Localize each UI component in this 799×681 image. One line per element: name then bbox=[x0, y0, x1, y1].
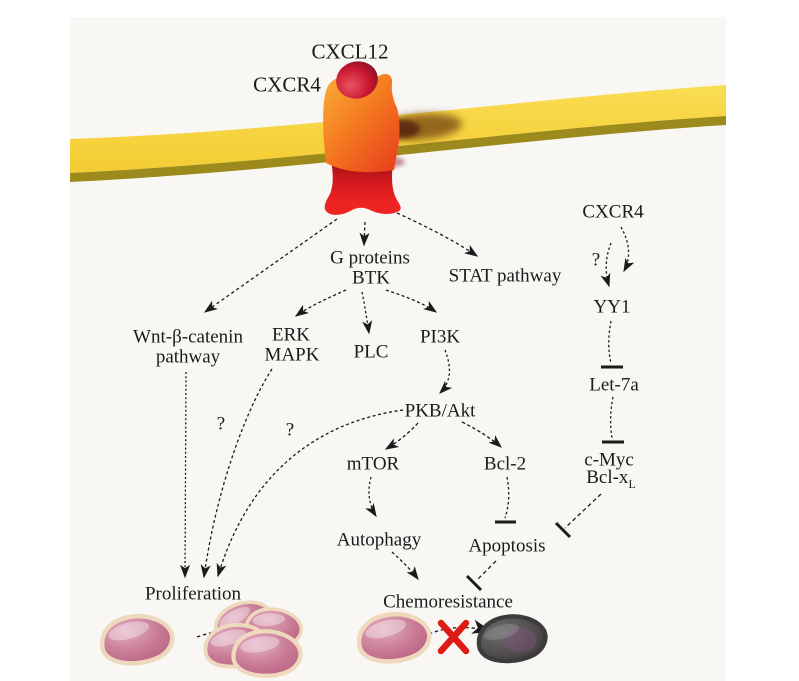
arrow-cell-proliferation bbox=[196, 621, 265, 638]
label-wnt-line2: pathway bbox=[155, 346, 221, 368]
receptor-intracellular-shape bbox=[324, 160, 401, 215]
label-bcl2: Bcl-2 bbox=[483, 453, 527, 475]
arrow-receptor-to-wnt bbox=[203, 218, 338, 313]
label-yy1: YY1 bbox=[593, 296, 631, 318]
inhibit-apoptosis-to-chemo bbox=[477, 560, 497, 580]
label-mapk: MAPK bbox=[264, 344, 320, 366]
label-cxcr4-receptor: CXCR4 bbox=[253, 72, 321, 97]
arrow-erk-to-proliferation bbox=[200, 368, 273, 579]
label-erk: ERK bbox=[272, 324, 310, 346]
label-proliferation: Proliferation bbox=[144, 583, 242, 605]
arrow-pkb-to-proliferation bbox=[216, 409, 404, 578]
inhibit-cmyc-to-apoptosis bbox=[564, 493, 602, 529]
label-question-pkb-proliferation: ? bbox=[285, 419, 295, 441]
label-bclx-subscript: L bbox=[628, 476, 636, 491]
arrow-mtor-to-autophagy bbox=[365, 476, 377, 518]
label-cxcr4-right: CXCR4 bbox=[582, 201, 644, 223]
inhibit-yy1-to-let7a bbox=[608, 320, 612, 364]
inhibit-bar-cmyc-apoptosis bbox=[554, 521, 572, 539]
label-pkb-akt: PKB/Akt bbox=[404, 400, 476, 422]
label-cmyc: c-Myc bbox=[584, 449, 634, 471]
label-plc: PLC bbox=[353, 341, 389, 363]
inhibit-bar-apoptosis-chemo bbox=[465, 574, 483, 592]
label-wnt-line1: Wnt-β-catenin bbox=[133, 326, 243, 348]
label-cxcl12: CXCL12 bbox=[311, 39, 389, 64]
arrow-cxcr4-to-yy1-b bbox=[600, 242, 612, 288]
label-autophagy: Autophagy bbox=[336, 529, 422, 551]
blocked-cross-icon bbox=[437, 619, 470, 655]
label-apoptosis: Apoptosis bbox=[468, 535, 546, 557]
label-chemoresistance: Chemoresistance bbox=[383, 591, 513, 613]
arrow-receptor-to-gproteins bbox=[359, 221, 370, 247]
label-let7a: Let-7a bbox=[589, 374, 639, 396]
receptor-extracellular-shape bbox=[323, 74, 400, 173]
label-question-erk-proliferation: ? bbox=[216, 413, 226, 435]
arrow-cxcr4-to-yy1-a bbox=[620, 226, 635, 273]
inhibit-bcl2-to-apoptosis bbox=[504, 476, 510, 519]
arrow-pi3k-to-pkb bbox=[439, 349, 453, 394]
label-bclx-base: Bcl-x bbox=[586, 467, 629, 489]
label-question-cxcr4-yy1: ? bbox=[591, 249, 601, 271]
arrow-pkb-to-bcl2 bbox=[461, 421, 503, 448]
arrow-wnt-to-proliferation bbox=[180, 371, 191, 579]
label-bclxl: Bcl-xL bbox=[586, 468, 636, 490]
arrow-btk-to-pi3k bbox=[385, 289, 438, 313]
label-stat-pathway: STAT pathway bbox=[448, 265, 562, 287]
label-g-proteins: G proteins bbox=[330, 247, 410, 269]
label-pi3k: PI3K bbox=[419, 326, 461, 348]
arrow-btk-to-erk bbox=[294, 289, 347, 317]
arrow-autophagy-to-chemo bbox=[391, 551, 419, 581]
label-btk: BTK bbox=[352, 267, 390, 289]
label-mtor: mTOR bbox=[346, 453, 400, 475]
arrow-receptor-to-stat bbox=[396, 212, 479, 257]
ligand-ball bbox=[336, 61, 378, 99]
